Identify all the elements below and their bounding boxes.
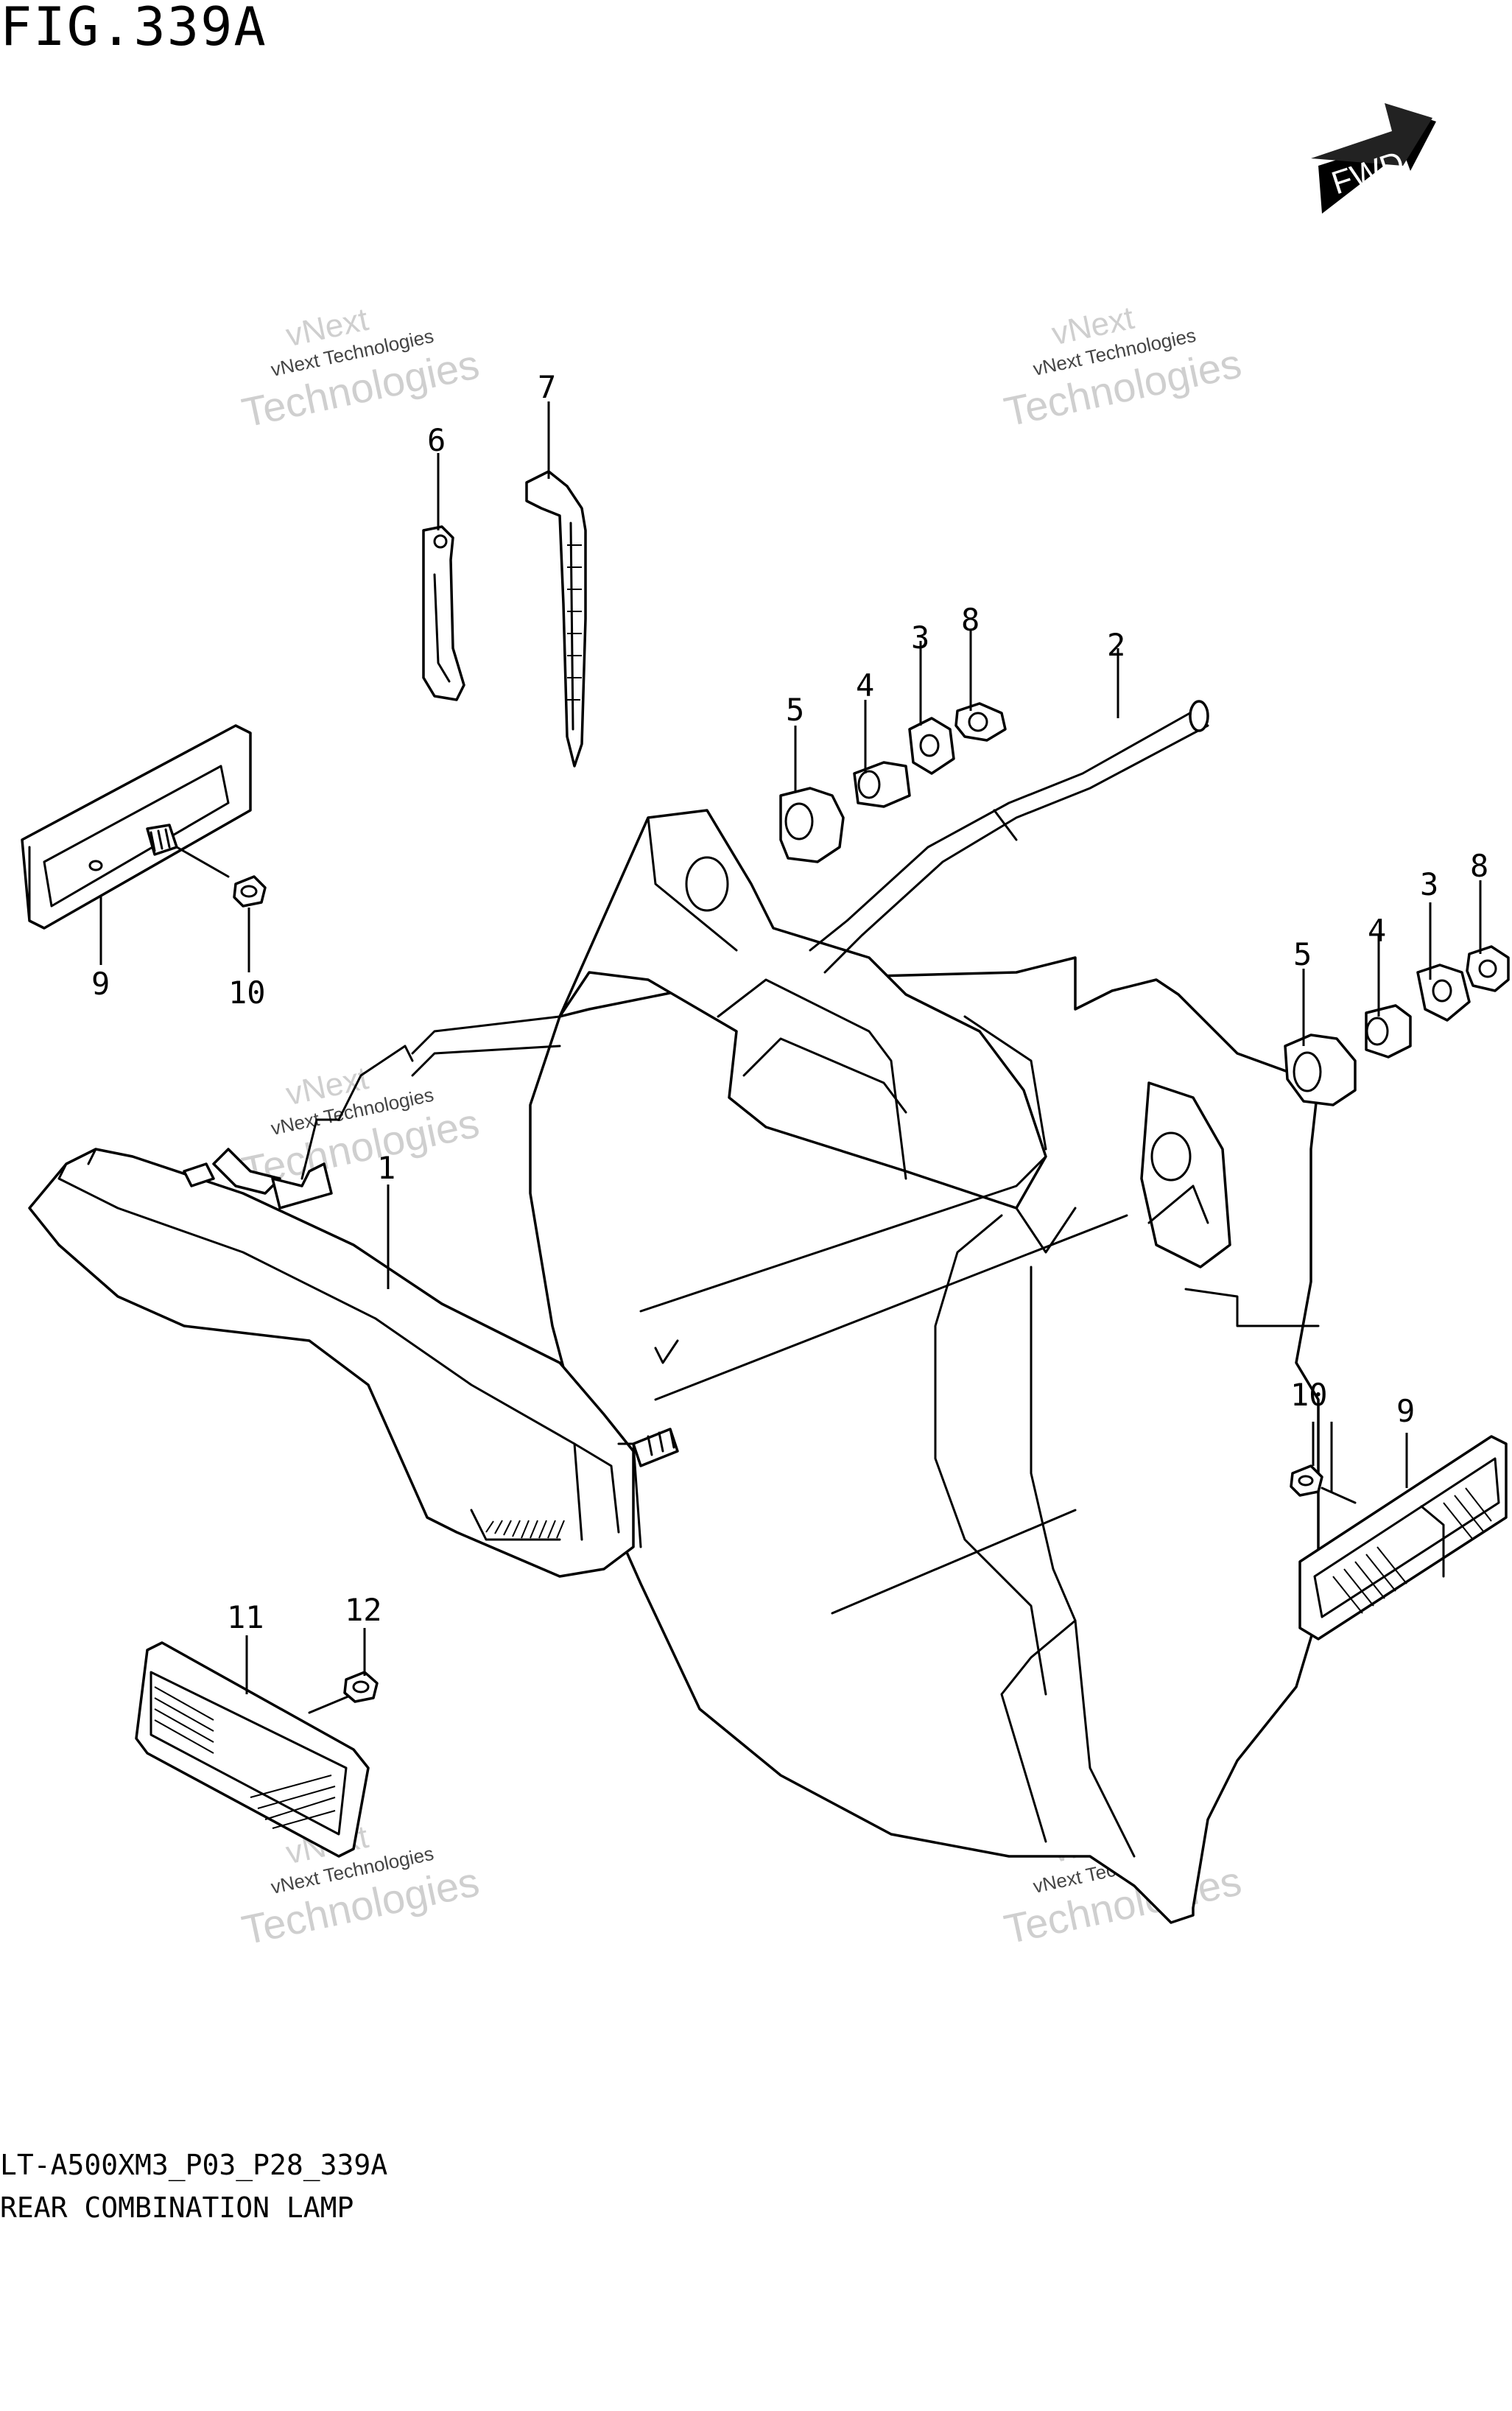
callout-4-right: 4 [1368,913,1386,949]
nut-lower [343,1671,379,1703]
cable-tie [525,470,587,768]
callout-1: 1 [377,1150,395,1186]
callout-12: 12 [345,1592,382,1628]
callout-10-right: 10 [1290,1377,1328,1413]
grommet-stack-upper [779,702,1007,863]
callout-11: 11 [227,1599,264,1635]
grommet-stack-right [1284,945,1510,1106]
section-name: REAR COMBINATION LAMP [0,2191,354,2224]
rear-combination-lamp [28,1148,679,1578]
leader-lines [99,401,1482,1694]
callout-6: 6 [427,422,446,458]
callout-5-right: 5 [1293,936,1312,972]
callout-9-left: 9 [91,966,110,1002]
callout-8-right: 8 [1470,848,1488,884]
callout-5-upper: 5 [786,692,804,728]
callout-labels: 1 2 3 4 5 8 3 4 5 8 6 7 9 10 9 10 11 12 [91,369,1488,1635]
callout-10-left: 10 [228,975,266,1011]
nut-right [1290,1464,1357,1504]
fwd-direction-badge: FWD [1311,103,1436,214]
callout-8-upper: 8 [961,602,980,638]
callout-9-right: 9 [1396,1393,1415,1429]
wiring-harness [300,700,1209,1180]
rear-fender-bracket [529,809,1320,1924]
callout-7: 7 [538,369,556,405]
harness-clamp [422,525,465,701]
figure-title: FIG.339A [0,0,267,57]
callout-3-upper: 3 [911,620,929,656]
model-code: LT-A500XM3_P03_P28_339A [0,2149,388,2181]
callout-4-upper: 4 [856,667,874,703]
reflector-right [1298,1435,1508,1640]
callout-3-right: 3 [1420,866,1438,902]
reflector-left [21,724,252,930]
nut-left [233,875,267,908]
reflector-lower [135,1641,370,1858]
callout-2: 2 [1107,627,1125,663]
